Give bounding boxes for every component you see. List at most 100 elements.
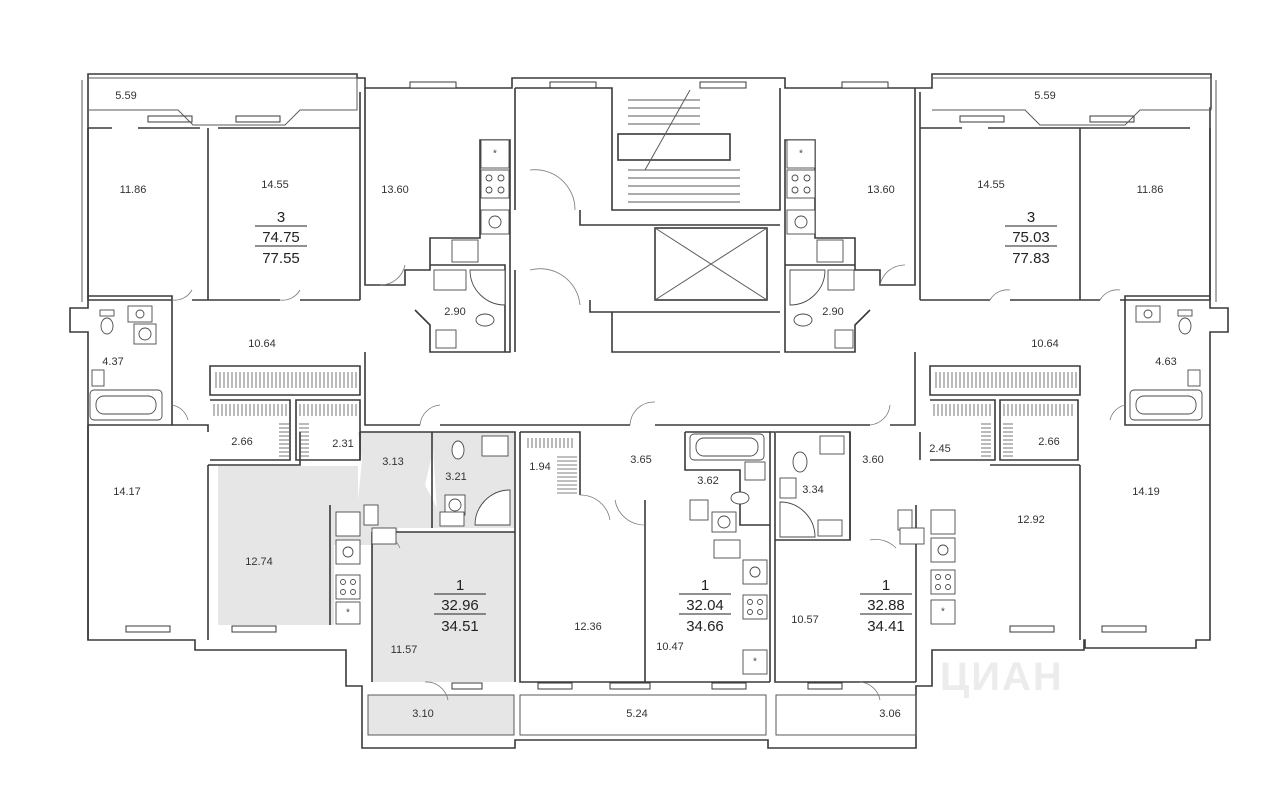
highlighted-apartment: [218, 432, 514, 735]
svg-text:*: *: [493, 149, 497, 160]
room-area-label: 5.24: [626, 708, 647, 720]
sink-icon: [786, 209, 816, 235]
fridge-icon: *: [786, 139, 816, 169]
room-area-label: 3.34: [802, 484, 823, 496]
sink-icon: [816, 239, 844, 263]
sink-icon: [335, 511, 361, 537]
room-area-label: 11.86: [1137, 184, 1164, 196]
sink-icon: [91, 369, 105, 387]
rooms: 3: [1027, 209, 1035, 226]
washer-icon: [779, 477, 797, 499]
fridge-icon: *: [742, 649, 768, 675]
svg-text:*: *: [753, 657, 757, 668]
wardrobes: [213, 372, 1077, 494]
sink-icon: [713, 539, 741, 559]
sink-icon: [834, 329, 854, 349]
room-area-label: 14.55: [977, 179, 1005, 191]
shower-icon: [474, 489, 511, 526]
sink-icon: [335, 539, 361, 565]
area-living: 32.04: [686, 597, 724, 614]
room-area-label: 3.10: [412, 708, 433, 720]
room-area-label: 5.59: [115, 90, 136, 102]
sink-icon: [481, 435, 509, 457]
sink-icon: [744, 461, 766, 481]
sink-icon: [819, 435, 845, 455]
stove-icon: [930, 569, 956, 595]
washer-icon: [433, 269, 467, 291]
area-total: 34.41: [867, 618, 905, 635]
watermark: ЦИАН: [940, 655, 1064, 699]
shower-icon: [469, 269, 506, 306]
bathtub-icon: [89, 389, 163, 421]
svg-text:*: *: [799, 149, 803, 160]
sink-icon: [1187, 369, 1201, 387]
room-area-label: 3.13: [382, 456, 403, 468]
room-area-label: 2.66: [1038, 436, 1059, 448]
room-area-label: 13.60: [381, 184, 409, 196]
sink-icon: [439, 511, 465, 527]
sink-icon: [899, 527, 925, 545]
room-area-label: 14.17: [113, 486, 141, 498]
area-living: 74.75: [262, 229, 300, 246]
sink-icon: [817, 519, 843, 537]
shower-icon: [789, 269, 826, 306]
room-area-label: 5.59: [1034, 90, 1055, 102]
sink-icon: [930, 509, 956, 535]
sink-icon: [371, 527, 397, 545]
room-area-label: 10.47: [656, 641, 684, 653]
room-area-label: 2.31: [332, 438, 353, 450]
room-area-label: 3.65: [630, 454, 651, 466]
washer-icon: [711, 511, 737, 533]
toilet-icon: [793, 313, 813, 327]
fridge-icon: *: [335, 601, 361, 625]
area-total: 34.66: [686, 618, 724, 635]
area-living: 75.03: [1012, 229, 1050, 246]
room-area-label: 12.36: [574, 621, 602, 633]
toilet-icon: [1177, 309, 1193, 335]
room-area-label: 1.94: [529, 461, 550, 473]
rooms: 1: [882, 577, 890, 594]
area-total: 34.51: [441, 618, 479, 635]
room-area-label: 13.60: [867, 184, 895, 196]
stove-icon: [335, 574, 361, 600]
room-area-label: 11.57: [391, 644, 418, 656]
room-area-label: 2.45: [929, 443, 950, 455]
apartment-badge: 1 32.88 34.41: [860, 577, 912, 635]
fridge-icon: *: [930, 599, 956, 625]
room-area-label: 2.90: [444, 306, 465, 318]
svg-text:*: *: [346, 608, 350, 619]
room-area-label: 3.06: [879, 708, 900, 720]
room-area-label: 12.74: [245, 556, 273, 568]
toilet-icon: [792, 451, 808, 473]
room-area-label: 12.92: [1017, 514, 1045, 526]
rooms: 1: [701, 577, 709, 594]
fixtures: * * * *: [89, 139, 1203, 675]
toilet-icon: [730, 491, 750, 505]
sink-icon: [127, 305, 153, 323]
toilet-icon: [475, 313, 495, 327]
room-area-label: 10.57: [791, 614, 819, 626]
windows: [125, 81, 1147, 690]
stove-icon: [480, 169, 510, 199]
area-living: 32.96: [441, 597, 479, 614]
room-area-label: 3.21: [445, 471, 466, 483]
room-area-label: 2.66: [231, 436, 252, 448]
sink-icon: [930, 537, 956, 563]
sink-icon: [480, 209, 510, 235]
room-area-label: 3.62: [697, 475, 718, 487]
stove-icon: [786, 169, 816, 199]
area-living: 32.88: [867, 597, 905, 614]
room-area-label: 3.60: [862, 454, 883, 466]
washer-icon: [897, 509, 913, 531]
loggias: [88, 77, 1212, 736]
room-area-label: 14.55: [261, 179, 289, 191]
svg-text:*: *: [941, 607, 945, 618]
room-area-label: 10.64: [248, 338, 276, 350]
room-area-label: 4.63: [1155, 356, 1176, 368]
door-swings: [171, 169, 1126, 701]
